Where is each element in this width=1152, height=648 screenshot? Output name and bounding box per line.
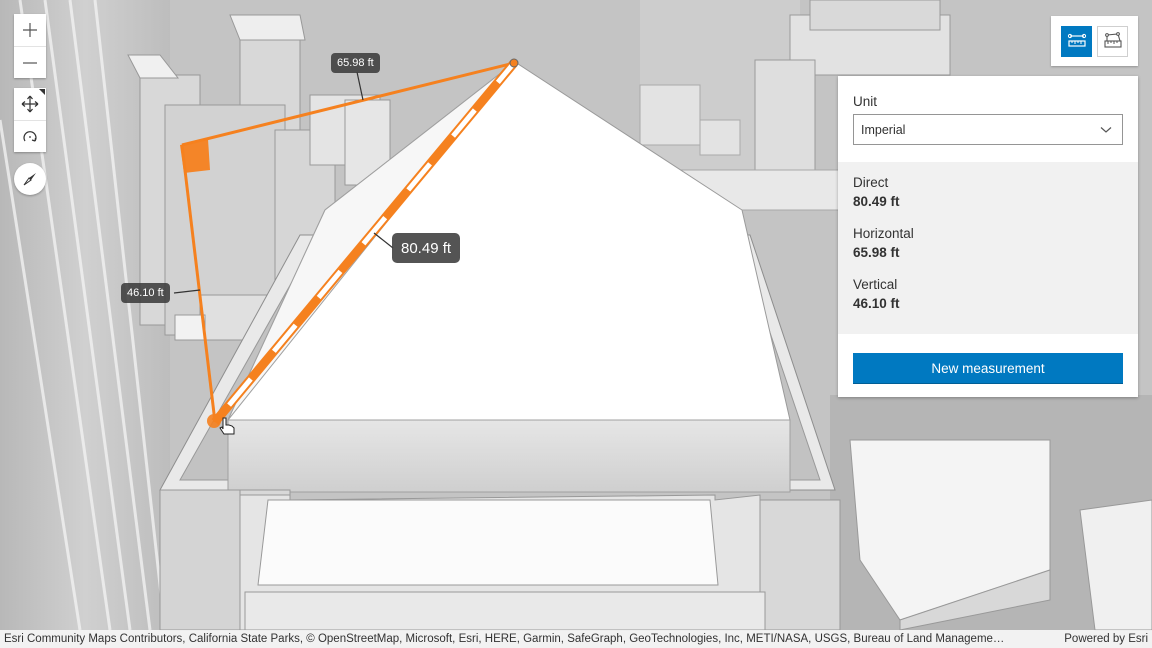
unit-select[interactable]: Imperial (853, 114, 1123, 145)
compass-icon (23, 173, 36, 186)
horizontal-label: Horizontal (853, 226, 914, 241)
unit-section: Unit Imperial (838, 76, 1138, 162)
measurement-panel: Unit Imperial Direct 80.49 ft Horizontal… (838, 76, 1138, 397)
direct-value: 80.49 ft (853, 194, 900, 209)
attribution-bar[interactable]: Esri Community Maps Contributors, Califo… (0, 630, 1152, 648)
unit-select-value: Imperial (861, 122, 906, 137)
new-measurement-button[interactable]: New measurement (853, 353, 1123, 384)
vertical-value: 46.10 ft (853, 296, 900, 311)
zoom-out-button[interactable] (14, 46, 46, 78)
rotate-icon (23, 130, 37, 142)
pan-mode-button[interactable] (14, 88, 46, 120)
hand-cursor-icon (219, 417, 235, 435)
plus-icon (23, 23, 37, 37)
pan-arrows-icon (21, 95, 39, 113)
direct-distance-label: 80.49 ft (392, 233, 461, 263)
zoom-control (14, 14, 46, 78)
horizontal-distance-label: 65.98 ft (331, 53, 380, 73)
active-corner-indicator (39, 89, 45, 95)
vertical-label: Vertical (853, 277, 898, 292)
compass-button[interactable] (14, 163, 46, 195)
measurement-results: Direct 80.49 ft Horizontal 65.98 ft Vert… (838, 162, 1138, 334)
navigation-toggle (14, 88, 46, 152)
unit-label: Unit (853, 94, 878, 109)
horizontal-value: 65.98 ft (853, 245, 900, 260)
distance-measurement-button[interactable] (1061, 25, 1092, 57)
ruler-area-icon (1103, 32, 1122, 48)
ruler-line-icon (1067, 33, 1086, 47)
measurement-tool-toggle (1051, 16, 1138, 66)
area-measurement-button[interactable] (1097, 25, 1128, 57)
zoom-in-button[interactable] (14, 14, 46, 46)
vertical-distance-label: 46.10 ft (121, 283, 170, 303)
attribution-text[interactable]: Esri Community Maps Contributors, Califo… (4, 633, 1005, 645)
rotate-mode-button[interactable] (14, 120, 46, 152)
chevron-down-icon (1100, 126, 1112, 133)
direct-label: Direct (853, 175, 889, 190)
vertical-measure-line (180, 144, 217, 423)
minus-icon (23, 61, 37, 64)
powered-by-esri-link[interactable]: Powered by Esri (1064, 633, 1148, 645)
right-angle-marker (180, 139, 210, 173)
horizontal-measure-line (181, 61, 515, 147)
